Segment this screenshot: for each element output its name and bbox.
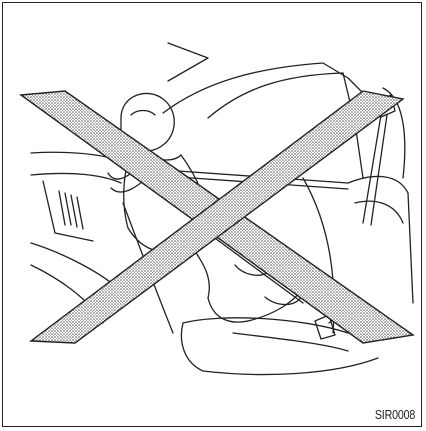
prohibited-x-mark [19, 90, 415, 344]
figure-code: SIR0008 [374, 407, 416, 422]
x-bar-2 [29, 90, 405, 344]
figure-frame: SIR0008 [2, 2, 422, 427]
illustration [19, 42, 415, 376]
